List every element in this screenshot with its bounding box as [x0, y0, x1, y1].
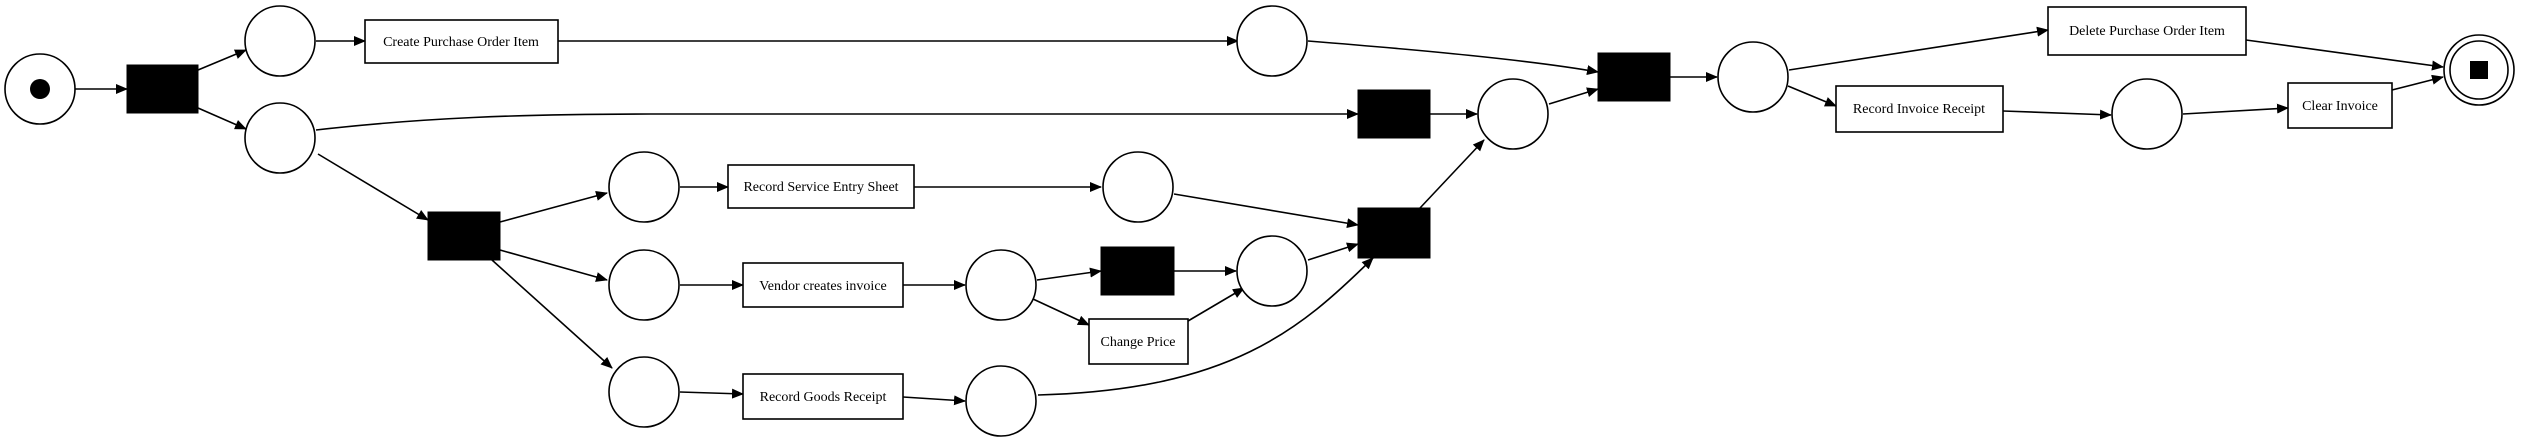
- arc-p-mid-to-join: [1548, 87, 1599, 105]
- places: [4, 5, 2515, 437]
- arc-pg-to-silent-join: [1037, 257, 1374, 396]
- arc-delete-to-sink: [2245, 39, 2444, 71]
- task-delete-purchase-order-item: Delete Purchase Order Item: [2047, 6, 2247, 56]
- silent-transition: [427, 211, 501, 261]
- task-label: Vendor creates invoice: [759, 279, 887, 294]
- silent-transition: [1357, 207, 1431, 259]
- place: [965, 365, 1037, 437]
- arc-split-to-p2: [197, 107, 247, 130]
- arc-clear-to-sink: [2391, 74, 2444, 91]
- sink-place: [2443, 34, 2515, 106]
- arc-split2-to-pc: [491, 259, 613, 369]
- place: [244, 102, 316, 174]
- place: [1236, 5, 1308, 77]
- task-label: Record Service Entry Sheet: [743, 180, 898, 195]
- task-record-goods-receipt: Record Goods Receipt: [742, 373, 904, 420]
- task-change-price: Change Price: [1088, 318, 1189, 365]
- arc-split2-to-pb: [499, 249, 608, 282]
- task-label: Clear Invoice: [2302, 99, 2378, 114]
- place: [608, 151, 680, 223]
- place: [965, 249, 1037, 321]
- task-label: Record Invoice Receipt: [1853, 102, 1985, 117]
- task-record-service-entry-sheet: Record Service Entry Sheet: [727, 164, 915, 209]
- arc-pc-to-gr: [679, 388, 744, 399]
- place: [1477, 78, 1549, 150]
- source-place: [4, 53, 76, 125]
- task-vendor-creates-invoice: Vendor creates invoice: [742, 262, 904, 308]
- token: [30, 79, 50, 99]
- arc-p2-to-silent-mid: [315, 109, 1359, 131]
- arc-split-to-p1: [197, 49, 247, 71]
- arc-p-after-to-ir: [1787, 85, 1837, 107]
- arc-split2-to-pa: [499, 191, 608, 223]
- arcs: [62, 26, 2444, 406]
- final-marker: [2470, 61, 2488, 79]
- task-label: Record Goods Receipt: [760, 390, 887, 405]
- silent-transition: [1597, 52, 1671, 102]
- arc-pd-to-silent-join: [1173, 193, 1359, 229]
- task-label: Delete Purchase Order Item: [2069, 24, 2225, 39]
- place: [2111, 78, 2183, 150]
- arc-pe-to-silent-small: [1036, 267, 1102, 281]
- arc-ph-to-clear: [2182, 103, 2289, 115]
- arc-silent-join-to-p-mid: [1419, 139, 1485, 209]
- place: [1236, 235, 1308, 307]
- silent-transition: [1100, 246, 1175, 296]
- silent-transitions: [126, 52, 1671, 296]
- place: [608, 356, 680, 428]
- task-record-invoice-receipt: Record Invoice Receipt: [1835, 85, 2004, 133]
- place: [1717, 41, 1789, 113]
- silent-transition: [126, 64, 199, 114]
- task-create-purchase-order-item: Create Purchase Order Item: [364, 19, 559, 64]
- arc-pe-to-change-price: [1032, 298, 1090, 326]
- arc-gr-to-pg: [902, 395, 966, 406]
- place: [1102, 151, 1174, 223]
- arc-p-after-to-delete: [1788, 26, 2049, 71]
- arc-ir-to-ph: [2002, 109, 2112, 120]
- place: [244, 5, 316, 77]
- arc-p2-to-split2: [317, 153, 429, 221]
- silent-transition: [1357, 89, 1431, 139]
- place: [608, 249, 680, 321]
- arc-change-price-to-pf: [1187, 287, 1245, 322]
- task-label: Change Price: [1100, 335, 1175, 350]
- arc-pf-to-silent-join: [1307, 242, 1359, 261]
- arc-p3-to-join: [1307, 40, 1599, 76]
- task-label: Create Purchase Order Item: [383, 35, 539, 50]
- labeled-transitions: Create Purchase Order Item Record Servic…: [364, 6, 2393, 420]
- task-clear-invoice: Clear Invoice: [2287, 82, 2393, 129]
